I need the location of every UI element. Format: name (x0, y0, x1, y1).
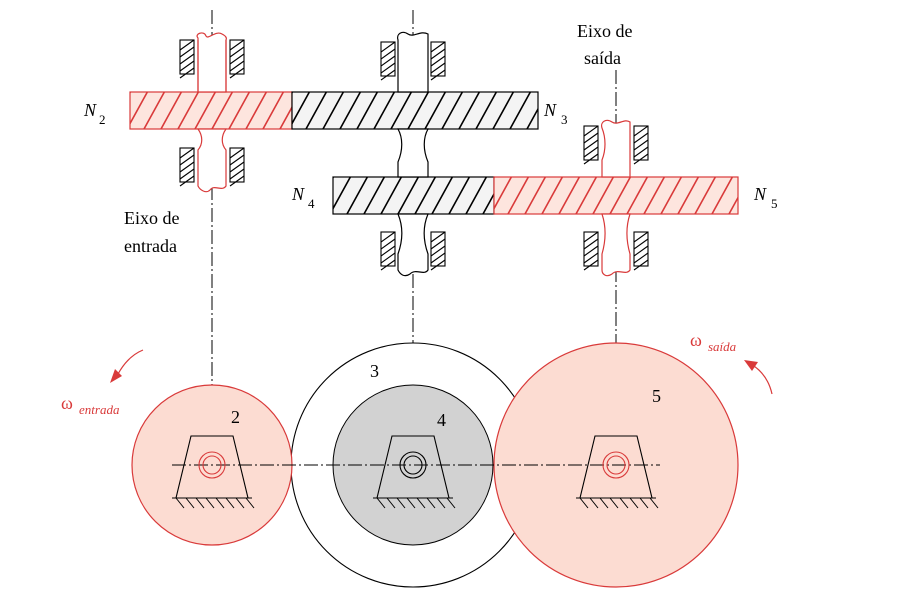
intermediate-shaft (396, 31, 430, 277)
bearing-12 (633, 231, 649, 271)
label-n4-sub: 4 (308, 196, 315, 211)
gear-5-label: 5 (652, 386, 661, 406)
label-n3-base: N (543, 100, 557, 120)
label-n2-base: N (83, 100, 97, 120)
omega-output-sub: saída (708, 339, 737, 354)
bearing-3 (179, 147, 195, 187)
support-2 (373, 435, 456, 509)
label-n5-sub: 5 (771, 196, 778, 211)
bearing-10 (633, 125, 649, 165)
supports (172, 435, 659, 509)
label-n3: N 3 (543, 100, 568, 127)
bearing-5 (380, 41, 396, 81)
omega-input-label: ω entrada (61, 393, 120, 417)
label-n5-base: N (753, 184, 767, 204)
gear-n3-section (291, 91, 539, 130)
omega-output-label: ω saída (690, 330, 737, 354)
gear-3-label: 3 (370, 361, 379, 381)
omega-input-arrow (117, 349, 144, 375)
omega-input-symbol: ω (61, 393, 73, 413)
label-n5: N 5 (753, 184, 778, 211)
output-shaft-label-line1: Eixo de (577, 21, 633, 41)
gear-2-label: 2 (231, 407, 240, 427)
gear-n5-section (493, 176, 739, 215)
input-shaft-label-line2: entrada (124, 236, 177, 256)
support-3 (576, 435, 659, 509)
bearing-2 (229, 39, 245, 79)
bearing-7 (380, 231, 396, 271)
omega-output-symbol: ω (690, 330, 702, 350)
support-1 (172, 435, 255, 509)
label-n4-base: N (291, 184, 305, 204)
gear-n4-section (332, 176, 495, 215)
output-shaft (601, 119, 631, 277)
label-n3-sub: 3 (561, 112, 568, 127)
bearing-9 (583, 125, 599, 165)
bearing-6 (430, 41, 446, 81)
omega-output-arrow (753, 365, 773, 395)
omega-input-arrowhead (110, 369, 122, 383)
input-shaft-label: Eixo de entrada (124, 208, 180, 256)
label-n4: N 4 (291, 184, 315, 211)
bearing-4 (229, 147, 245, 187)
output-shaft-label: Eixo de saída (577, 21, 633, 68)
gear-4-label: 4 (437, 410, 446, 430)
omega-input-sub: entrada (79, 402, 120, 417)
input-shaft-label-line1: Eixo de (124, 208, 180, 228)
bearing-1 (179, 39, 195, 79)
label-n2-sub: 2 (99, 112, 106, 127)
input-shaft (196, 32, 228, 193)
label-n2: N 2 (83, 100, 106, 127)
omega-output-arrowhead (744, 360, 758, 371)
bearing-11 (583, 231, 599, 271)
output-shaft-label-line2: saída (584, 48, 621, 68)
bearing-8 (430, 231, 446, 271)
bearings (179, 39, 649, 271)
